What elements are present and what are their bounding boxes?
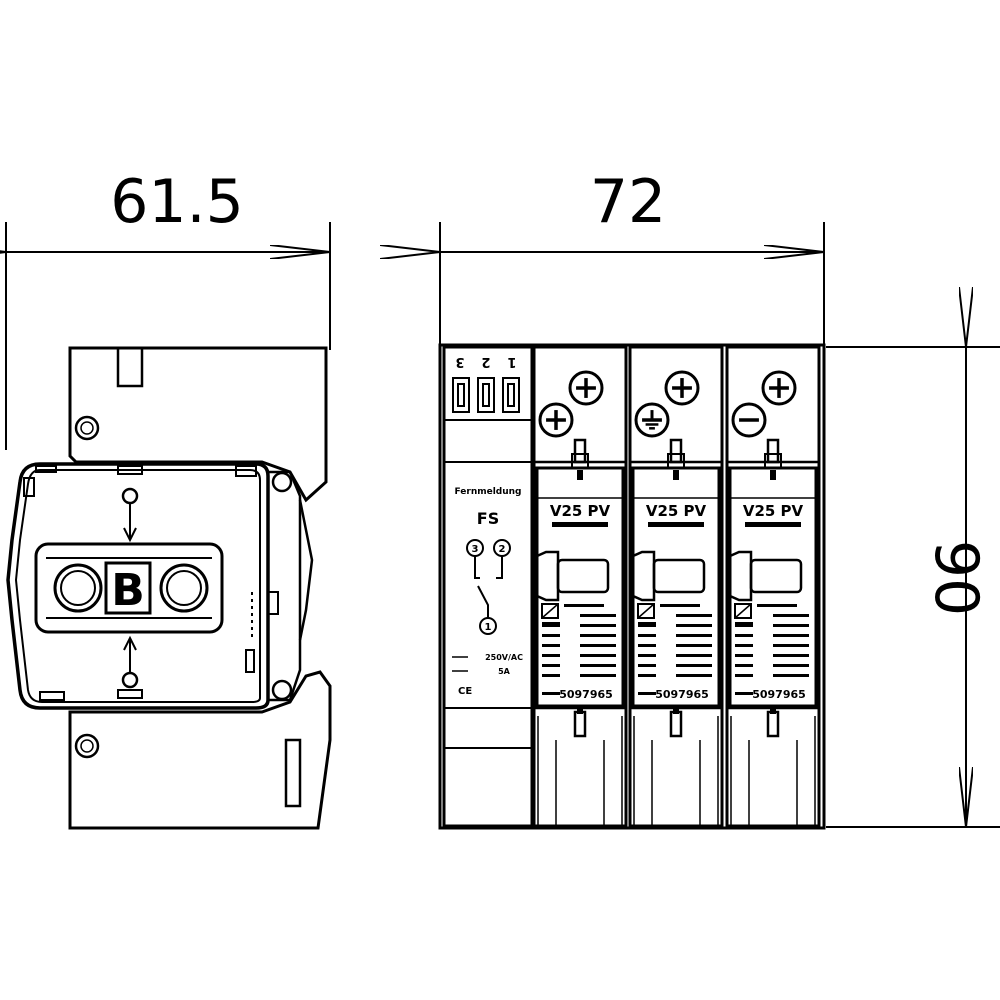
side-view: B O O — [0, 0, 332, 830]
front-view: 3 2 1 Fernmeldung FS 3 2 1 250V/AC — [438, 343, 826, 830]
release-arrow-top — [121, 487, 139, 543]
logo-letter-3: O — [0, 0, 1, 1]
logo-letter-box-2 — [104, 561, 152, 615]
fs-name: FS — [477, 509, 499, 528]
fs-module: 3 2 1 Fernmeldung FS 3 2 1 250V/AC — [442, 345, 534, 828]
dimension-height: 90 — [826, 347, 1000, 828]
fs-terminal-label-1: 1 — [507, 354, 516, 369]
module-label-3: V25 PV — [743, 502, 804, 520]
fs-terminal-label-3: 3 — [455, 354, 464, 369]
polarity-top-icon-2 — [664, 370, 700, 406]
surge-module-3: V25 PV 5097965 — [725, 345, 821, 828]
fs-ce-mark: CE — [458, 686, 472, 697]
module-article-1: 5097965 — [559, 688, 613, 701]
fs-contact-label-3: 3 — [472, 544, 479, 555]
dimension-label-side-width: 61.5 — [110, 167, 244, 237]
polarity-top-icon-1 — [568, 370, 604, 406]
surge-modules: V25 PV 5097965 V25 PV 5097965 V25 PV 5097965 — [532, 345, 821, 828]
dimension-label-height: 90 — [921, 540, 991, 616]
fs-rating-current: 5A — [498, 667, 511, 676]
release-arrow-bottom — [121, 635, 139, 689]
polarity-bottom-icon-2 — [634, 402, 670, 438]
module-label-1: V25 PV — [550, 502, 611, 520]
fs-header-text: Fernmeldung — [455, 487, 522, 497]
logo-letter-circle-1 — [53, 563, 103, 613]
polarity-top-icon-3 — [761, 370, 797, 406]
surge-module-2: V25 PV 5097965 — [628, 345, 724, 828]
module-article-2: 5097965 — [655, 688, 709, 701]
fs-terminal-label-2: 2 — [481, 354, 490, 369]
dimension-side-width: 61.5 — [6, 167, 331, 450]
fs-contact-label-2: 2 — [499, 544, 506, 555]
logo-letter-circle-3 — [159, 563, 209, 613]
surge-module-1: V25 PV 5097965 — [532, 345, 628, 828]
module-label-2: V25 PV — [646, 502, 707, 520]
logo-letter-1: O — [0, 0, 1, 1]
fs-rating-voltage: 250V/AC — [485, 653, 523, 662]
logo-letter-2: B — [111, 565, 145, 616]
dimension-front-width: 72 — [440, 167, 825, 345]
fs-contact-label-1: 1 — [485, 622, 492, 633]
dimension-label-front-width: 72 — [590, 167, 666, 237]
module-article-3: 5097965 — [752, 688, 806, 701]
polarity-bottom-icon-3 — [731, 402, 767, 438]
polarity-bottom-icon-1 — [538, 402, 574, 438]
